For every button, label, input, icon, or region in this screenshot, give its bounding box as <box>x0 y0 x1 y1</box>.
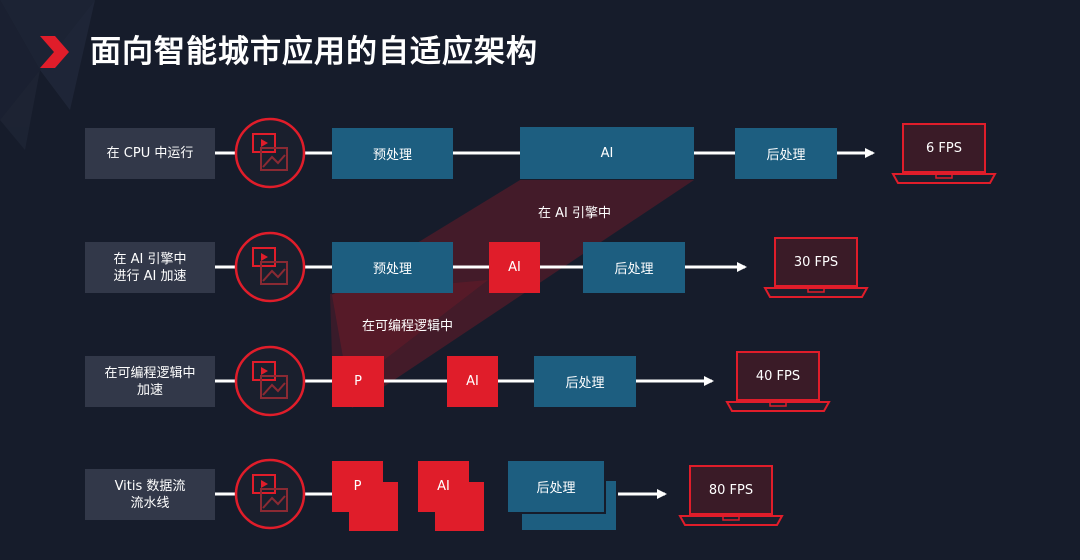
stage-p: P <box>332 461 383 512</box>
row-label-cpu: 在 CPU 中运行 <box>85 128 215 179</box>
stage-ai: AI <box>418 461 469 512</box>
video-image-icon <box>234 345 306 417</box>
stage-postprocess: 后处理 <box>735 128 837 179</box>
stage-preprocess: 预处理 <box>332 242 453 293</box>
stage-ai: AI <box>520 127 694 179</box>
stage-postprocess: 后处理 <box>534 356 636 407</box>
page-title: 面向智能城市应用的自适应架构 <box>90 34 538 70</box>
video-image-icon <box>234 117 306 189</box>
laptop-icon <box>725 351 831 412</box>
funnel-programmable-logic <box>330 280 488 360</box>
row-label-ai-engine: 在 AI 引擎中 进行 AI 加速 <box>85 242 215 293</box>
note-ai-engine: 在 AI 引擎中 <box>538 206 611 221</box>
stage-postprocess: 后处理 <box>583 242 685 293</box>
stage-postprocess: 后处理 <box>506 459 606 514</box>
row-label-vitis-dataflow: Vitis 数据流 流水线 <box>85 469 215 520</box>
stage-ai: AI <box>447 356 498 407</box>
chevron-right-icon <box>40 36 69 68</box>
video-image-icon <box>234 458 306 530</box>
stage-ai: AI <box>489 242 540 293</box>
funnel-ai-engine <box>332 180 694 408</box>
laptop-icon <box>678 465 784 526</box>
video-image-icon <box>234 231 306 303</box>
stage-p: P <box>332 356 384 407</box>
row-label-programmable-logic: 在可编程逻辑中 加速 <box>85 356 215 407</box>
note-programmable-logic: 在可编程逻辑中 <box>362 319 454 334</box>
laptop-icon <box>891 123 997 184</box>
decorative-facets <box>0 0 95 150</box>
laptop-icon <box>763 237 869 298</box>
fps-readout: 40 FPS <box>755 368 801 384</box>
fps-readout: 80 FPS <box>708 482 754 498</box>
fps-readout: 30 FPS <box>793 254 839 270</box>
stage-preprocess: 预处理 <box>332 128 453 179</box>
fps-readout: 6 FPS <box>926 140 962 156</box>
